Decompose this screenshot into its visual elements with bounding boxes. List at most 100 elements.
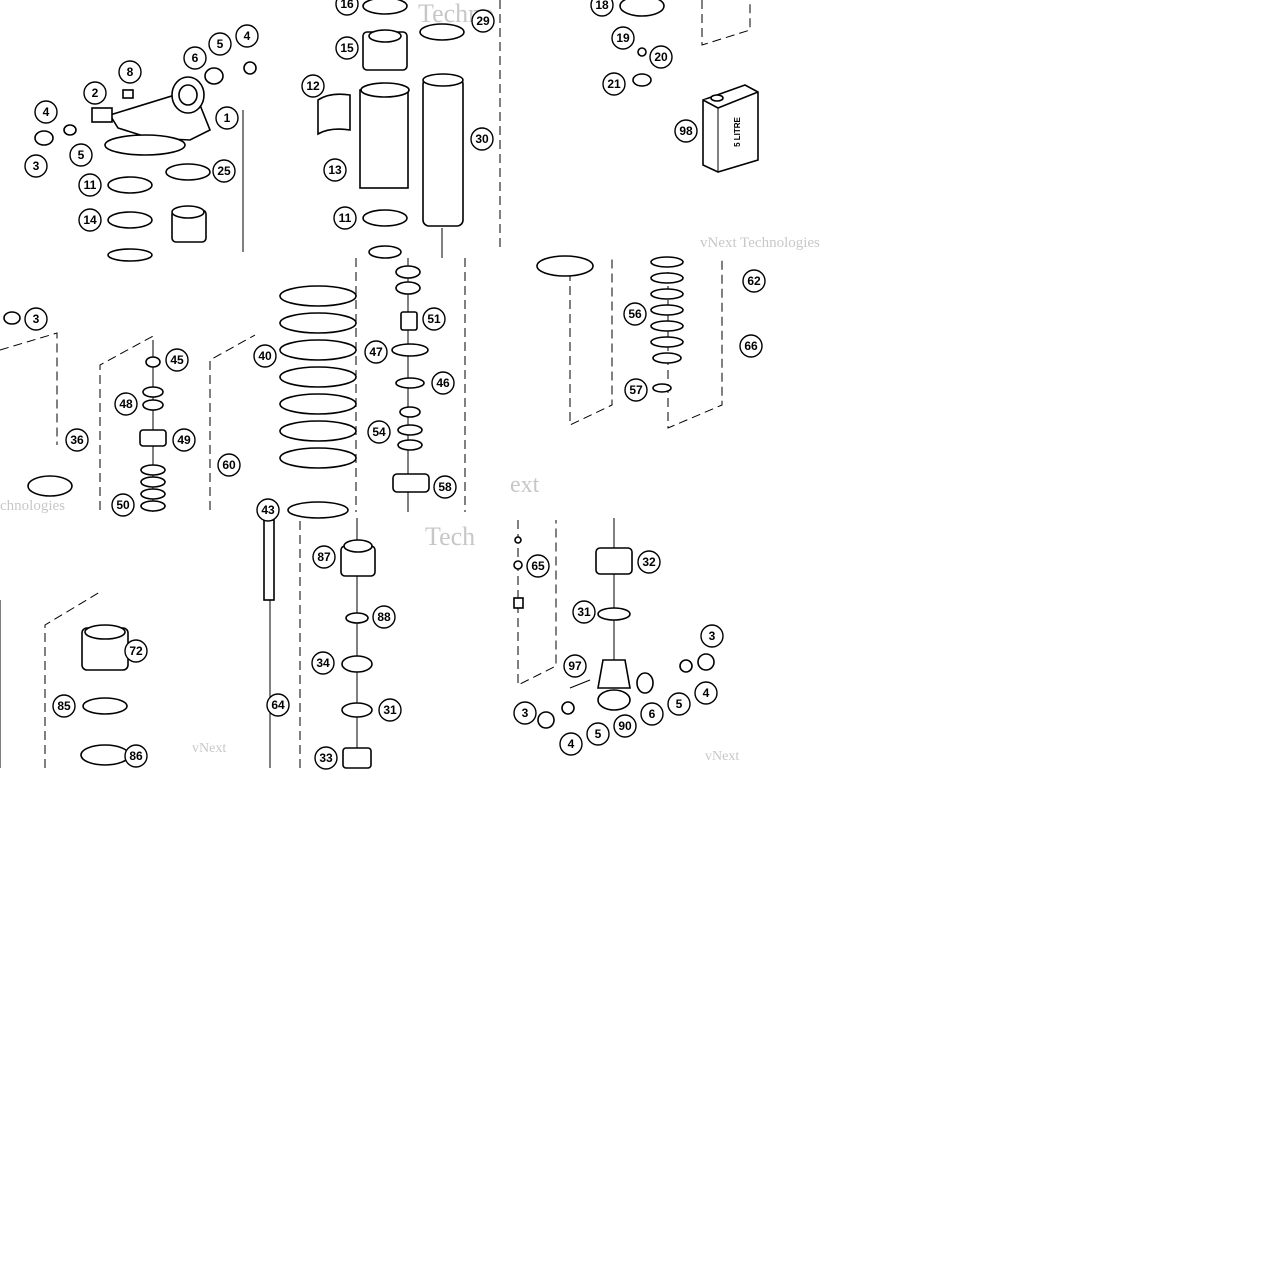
callout: 56 [623,302,647,326]
svg-text:57: 57 [629,383,643,397]
svg-text:30: 30 [475,132,489,146]
callout: 33 [314,746,338,770]
callout: 8 [118,60,142,84]
callout: 11 [78,173,102,197]
callout: 14 [78,208,102,232]
svg-text:97: 97 [568,659,582,673]
callout: 19 [611,26,635,50]
callout: 51 [422,307,446,331]
svg-text:46: 46 [436,376,450,390]
watermark-fragment: ext [510,472,540,498]
svg-text:33: 33 [319,751,333,765]
callout: 40 [253,344,277,368]
svg-text:4: 4 [43,105,50,119]
svg-text:13: 13 [328,163,342,177]
svg-text:5: 5 [217,37,224,51]
svg-text:56: 56 [628,307,642,321]
svg-text:43: 43 [261,503,275,517]
callout: 12 [301,74,325,98]
svg-text:31: 31 [383,703,397,717]
svg-text:11: 11 [84,178,97,192]
svg-text:48: 48 [119,397,133,411]
callout: 1 [215,106,239,130]
svg-text:11: 11 [339,211,352,225]
callout: 2 [83,81,107,105]
callout: 5 [69,143,93,167]
svg-text:3: 3 [709,629,716,643]
callout: 29 [471,9,495,33]
callout: 3 [24,307,48,331]
svg-text:6: 6 [192,51,199,65]
svg-text:4: 4 [568,737,575,751]
svg-text:86: 86 [129,749,143,763]
callout: 85 [52,694,76,718]
svg-text:5: 5 [78,148,85,162]
callout: 16 [335,0,359,16]
svg-text:72: 72 [129,644,143,658]
part-callouts: 1 2 3 4 5 5 4 6 8 11 14 25 12 13 11 15 1… [24,0,766,770]
svg-text:6: 6 [649,707,656,721]
svg-text:3: 3 [33,159,40,173]
callout: 25 [212,159,236,183]
callout: 65 [526,554,550,578]
callout: 5 [667,692,691,716]
callout: 60 [217,453,241,477]
callout: 13 [323,158,347,182]
svg-text:16: 16 [340,0,354,11]
svg-text:3: 3 [33,312,40,326]
svg-text:34: 34 [316,656,330,670]
svg-text:12: 12 [306,79,320,93]
svg-text:14: 14 [83,213,97,227]
watermark-layer: Techno vNext Technologies chnologies Tec… [0,0,820,764]
callout: 72 [124,639,148,663]
svg-text:32: 32 [642,555,656,569]
callout: 32 [637,550,661,574]
svg-text:40: 40 [258,349,272,363]
callout: 6 [640,702,664,726]
callout: 46 [431,371,455,395]
callout: 3 [513,701,537,725]
callout: 45 [165,348,189,372]
callout: 5 [208,32,232,56]
svg-text:36: 36 [70,433,84,447]
watermark-fragment: chnologies [0,498,65,514]
svg-text:31: 31 [577,605,591,619]
callout: 21 [602,72,626,96]
callout: 98 [674,119,698,143]
callout: 97 [563,654,587,678]
svg-text:51: 51 [427,312,441,326]
callout: 64 [266,693,290,717]
main-spring [279,285,357,519]
svg-text:58: 58 [438,480,452,494]
svg-text:4: 4 [703,686,710,700]
callout: 4 [559,732,583,756]
callout: 31 [378,698,402,722]
svg-text:29: 29 [476,14,490,28]
callout: 3 [700,624,724,648]
callout: 15 [335,36,359,60]
svg-text:54: 54 [372,425,386,439]
part-drawings: 5 LITRE [3,0,759,769]
svg-text:1: 1 [224,111,231,125]
callout: 20 [649,45,673,69]
svg-text:15: 15 [340,41,354,55]
svg-text:60: 60 [222,458,236,472]
watermark-fragment: Tech [425,522,475,551]
svg-text:2: 2 [92,86,99,100]
svg-text:25: 25 [217,164,231,178]
svg-text:47: 47 [369,345,383,359]
svg-text:21: 21 [607,77,621,91]
callout: 3 [24,154,48,178]
callout: 66 [739,334,763,358]
svg-text:20: 20 [654,50,668,64]
callout: 50 [111,493,135,517]
svg-text:65: 65 [531,559,545,573]
svg-text:19: 19 [616,31,630,45]
callout: 49 [172,428,196,452]
callout: 58 [433,475,457,499]
callout: 4 [34,100,58,124]
callout: 30 [470,127,494,151]
container-label: 5 LITRE [733,116,742,146]
callout: 4 [694,681,718,705]
